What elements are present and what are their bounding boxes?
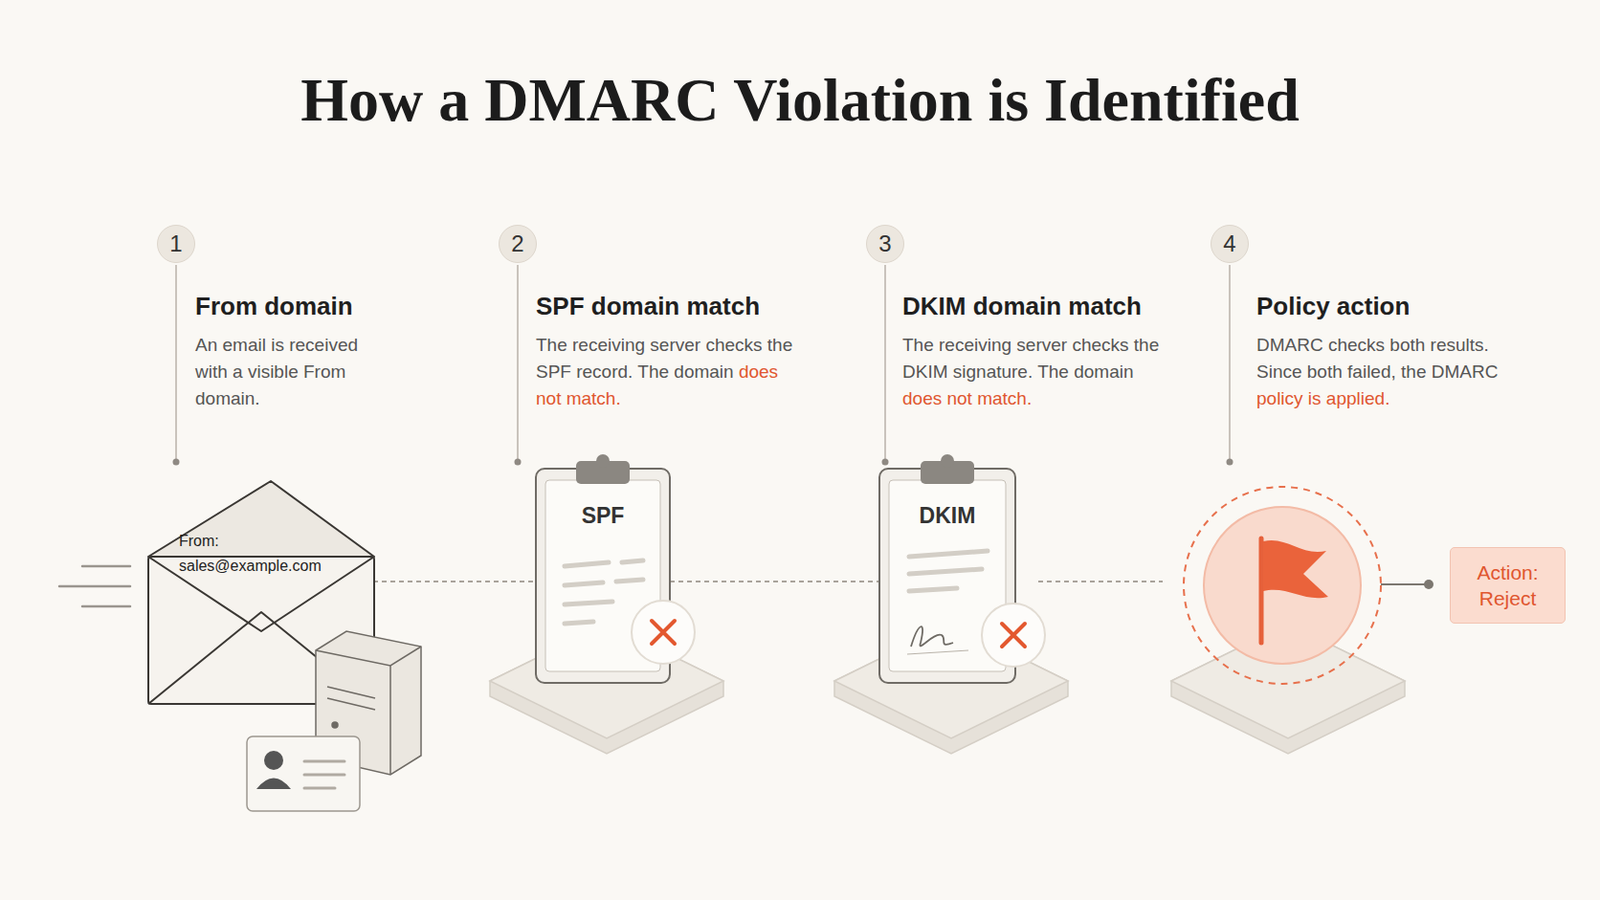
label-text: Policy action bbox=[1256, 291, 1410, 321]
dashed-link bbox=[1038, 580, 1163, 583]
label-text: DMARC checks both results. Since both fa… bbox=[1256, 334, 1498, 382]
status-text: policy is applied. bbox=[1256, 388, 1390, 409]
label-text: From domain bbox=[195, 291, 354, 321]
label-text: An email is received with a visible From… bbox=[195, 334, 358, 409]
step-number: 4 bbox=[1210, 224, 1249, 264]
node-text: sales@example.com bbox=[178, 554, 347, 579]
leader-lines bbox=[173, 265, 1234, 467]
label-text: SPF domain match bbox=[535, 291, 760, 321]
node-text: 4 bbox=[1222, 230, 1236, 258]
spf-check-box: SPF bbox=[535, 468, 670, 684]
step-description: The receiving server checks the DKIM sig… bbox=[902, 332, 1163, 413]
label-text: The receiving server checks the DKIM sig… bbox=[902, 334, 1159, 382]
action-box: Action: Reject bbox=[1449, 547, 1566, 624]
node-text: DKIM bbox=[919, 503, 977, 530]
node-text: SPF bbox=[581, 503, 625, 530]
id-card-icon bbox=[246, 736, 360, 812]
sender-card: From:sales@example.com bbox=[166, 510, 356, 602]
step-number: 1 bbox=[156, 224, 196, 264]
step-heading: DKIM domain match bbox=[902, 291, 1219, 322]
policy-flag bbox=[1183, 487, 1434, 685]
step-heading: SPF domain match bbox=[535, 291, 852, 322]
dashed-connector bbox=[355, 580, 536, 583]
diagram-title: How a DMARC Violation is Identified bbox=[0, 65, 1600, 136]
step-number: 3 bbox=[866, 224, 905, 264]
step-number: 2 bbox=[498, 224, 537, 264]
node-text: 2 bbox=[511, 230, 524, 258]
step-heading: From domain bbox=[195, 291, 502, 322]
step-description: An email is received with a visible From… bbox=[195, 332, 383, 413]
node-text: From: bbox=[178, 529, 347, 555]
node-text: 1 bbox=[169, 230, 182, 258]
step-heading: Policy action bbox=[1256, 291, 1573, 322]
node-text: 3 bbox=[878, 230, 891, 258]
fail-marks bbox=[631, 600, 1045, 667]
node-text: Action: Reject bbox=[1460, 559, 1556, 612]
dkim-check-box: DKIM bbox=[879, 468, 1016, 684]
step-description: The receiving server checks the SPF reco… bbox=[535, 332, 797, 413]
speed-lines bbox=[59, 566, 131, 607]
step-description: DMARC checks both results. Since both fa… bbox=[1256, 332, 1508, 413]
dashed-connector bbox=[669, 580, 880, 583]
label-text: DKIM domain match bbox=[902, 291, 1142, 321]
status-text: does not match. bbox=[902, 388, 1032, 409]
